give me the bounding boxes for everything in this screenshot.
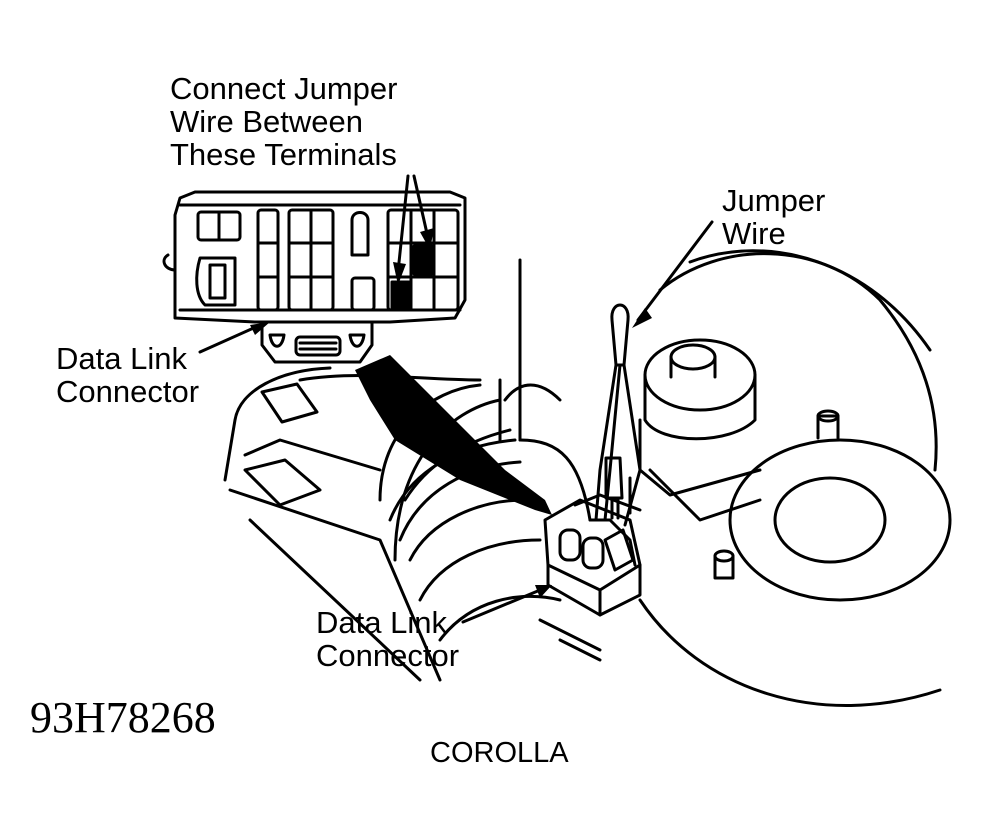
connect-jumper-label: Connect Jumper Wire Between These Termin… — [170, 71, 398, 172]
data-link-connector-lower-label: Data Link Connector — [316, 605, 460, 673]
data-link-connector-upper-label: Data Link Connector — [56, 341, 200, 409]
air-cleaner-cap — [713, 409, 952, 602]
arrowheads — [250, 228, 652, 598]
strut-tower-outline — [638, 249, 942, 707]
data-link-connector-inset — [162, 190, 467, 364]
brake-reservoir — [638, 338, 762, 522]
callout-arrow — [355, 355, 552, 515]
data-link-connector-lower — [543, 493, 642, 617]
jumper-wire-label: Jumper Wire — [722, 183, 826, 251]
jumper-wire — [594, 303, 642, 527]
figure-code: 93H78268 — [30, 693, 216, 742]
model-caption: COROLLA — [430, 737, 569, 769]
leader-lines — [198, 174, 714, 624]
